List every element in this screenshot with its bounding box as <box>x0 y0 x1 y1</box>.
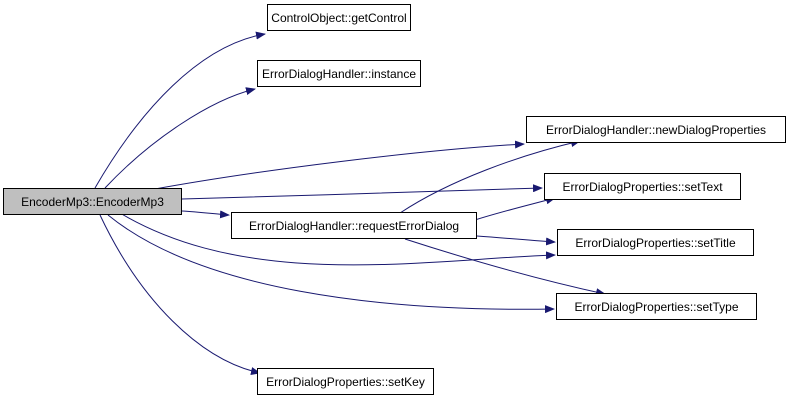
edge-encoder-to-new-dialog-properties <box>154 140 525 190</box>
node-new-dialog-properties[interactable]: ErrorDialogHandler::newDialogProperties <box>526 116 786 143</box>
node-set-title-label: ErrorDialogProperties::setTitle <box>575 235 736 250</box>
node-set-text-label: ErrorDialogProperties::setText <box>562 179 723 194</box>
edge-encoder-to-set-key <box>99 214 261 375</box>
node-set-title[interactable]: ErrorDialogProperties::setTitle <box>557 229 754 256</box>
edge-request-to-new-dialog-properties <box>399 139 581 214</box>
node-set-type[interactable]: ErrorDialogProperties::setType <box>556 293 757 320</box>
edge-encoder-to-get-control <box>94 31 266 189</box>
edge-encoder-to-set-type <box>107 214 555 314</box>
node-new-dialog-properties-label: ErrorDialogHandler::newDialogProperties <box>545 122 767 137</box>
edge-encoder-to-request-error-dialog <box>181 210 230 219</box>
node-set-type-label: ErrorDialogProperties::setType <box>574 299 739 314</box>
edge-request-to-set-title <box>476 235 556 246</box>
node-encoder: EncoderMp3::EncoderMp3 <box>3 188 182 215</box>
edge-encoder-to-instance <box>104 87 256 189</box>
edge-encoder-to-set-title <box>119 212 556 266</box>
node-instance-label: ErrorDialogHandler::instance <box>261 66 417 81</box>
node-set-key[interactable]: ErrorDialogProperties::setKey <box>257 368 434 395</box>
node-encoder-label: EncoderMp3::EncoderMp3 <box>21 194 164 209</box>
node-get-control-label: ControlObject::getControl <box>271 10 407 25</box>
node-set-key-label: ErrorDialogProperties::setKey <box>266 374 425 389</box>
edge-request-to-set-type <box>404 238 606 297</box>
edge-encoder-to-set-text <box>181 184 543 200</box>
node-instance[interactable]: ErrorDialogHandler::instance <box>257 60 421 87</box>
node-request-error-dialog[interactable]: ErrorDialogHandler::requestErrorDialog <box>231 212 477 239</box>
node-set-text[interactable]: ErrorDialogProperties::setText <box>544 173 741 200</box>
node-request-error-dialog-label: ErrorDialogHandler::requestErrorDialog <box>248 218 460 233</box>
edge-request-to-set-text <box>474 196 556 221</box>
node-get-control[interactable]: ControlObject::getControl <box>267 4 411 31</box>
